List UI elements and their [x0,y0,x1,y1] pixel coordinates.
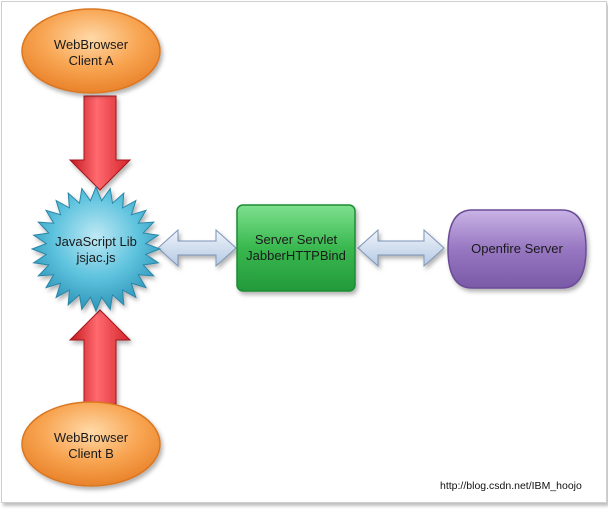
arrow-client-a-to-lib [68,95,132,191]
servlet-label: Server Servlet JabberHTTPBind [237,232,355,264]
client-a-line1: WebBrowser [53,37,129,52]
client-a-label: WebBrowser Client A [42,37,140,69]
client-b-line1: WebBrowser [53,430,129,445]
source-watermark: http://blog.csdn.net/IBM_hoojo [440,480,582,492]
openfire-node [447,209,587,289]
client-a-node [21,8,161,94]
client-a-line2: Client A [68,53,114,68]
arrow-servlet-openfire-bidirectional [357,228,445,268]
client-b-node [21,401,161,487]
client-b-label: WebBrowser Client B [42,430,140,462]
servlet-line2: JabberHTTPBind [246,248,346,263]
servlet-node [236,204,356,292]
js-lib-line2: jsjac.js [76,250,116,265]
client-b-line2: Client B [68,446,114,461]
openfire-label: Openfire Server [448,241,586,257]
arrow-lib-servlet-bidirectional [157,228,237,268]
openfire-line1: Openfire Server [471,241,563,256]
js-lib-burst-node [30,185,162,313]
js-lib-label: JavaScript Lib jsjac.js [40,234,152,266]
arrow-client-b-to-lib [68,309,132,405]
js-lib-line1: JavaScript Lib [55,234,137,249]
servlet-line1: Server Servlet [254,232,338,247]
